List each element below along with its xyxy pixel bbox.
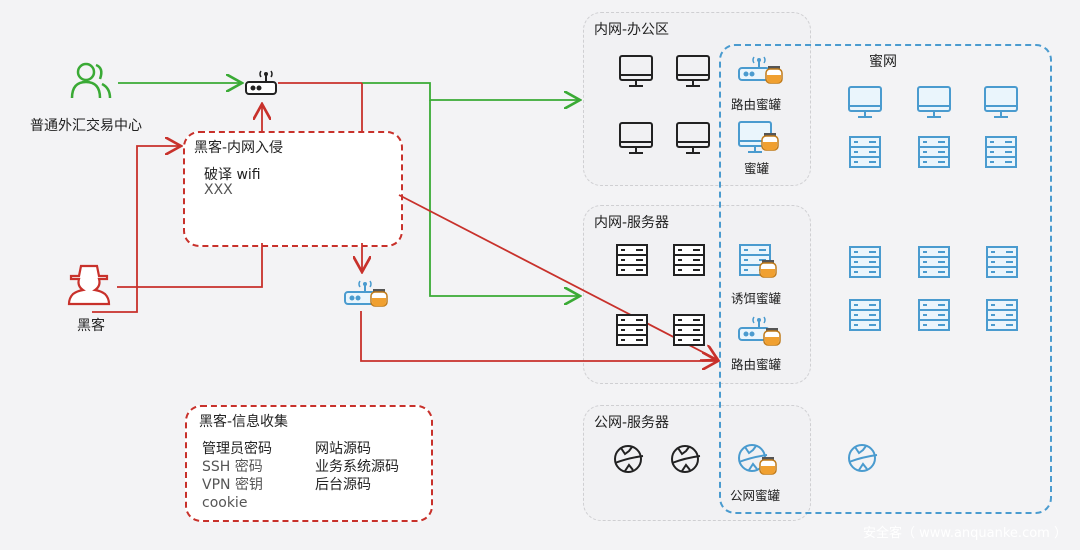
pc-icon — [619, 122, 653, 154]
honey-pc-icon — [848, 86, 882, 118]
box-to-server-diagonal — [398, 194, 718, 360]
honey-server-icon — [985, 136, 1017, 168]
pc-icon — [676, 55, 710, 87]
intrusion-line-1: 破译 wifi — [204, 167, 261, 183]
honey-server-icon — [918, 299, 950, 331]
zone-office — [583, 12, 811, 186]
public-honeypot-icon — [738, 444, 777, 475]
zone-servers-title: 内网-服务器 — [594, 215, 670, 231]
info-col2: 网站源码 业务系统源码 后台源码 — [315, 440, 399, 494]
server-icon — [616, 314, 648, 346]
honey-server-icon — [986, 299, 1018, 331]
honey-pc-icon — [917, 86, 951, 118]
honeypot-router-icon — [738, 316, 781, 346]
normal-traffic-lines — [118, 83, 580, 296]
info-box — [185, 405, 433, 522]
honeypot-pc-label: 蜜罐 — [744, 161, 770, 176]
honey-pc-icon — [984, 86, 1018, 118]
info-item: cookie — [202, 495, 248, 511]
honeypot-router2-label: 路由蜜罐 — [731, 357, 782, 372]
info-title: 黑客-信息收集 — [199, 414, 289, 430]
zone-office-title: 内网-办公区 — [594, 22, 670, 38]
public-honeypot-label: 公网蜜罐 — [730, 488, 781, 503]
intrusion-line-2: XXX — [204, 182, 233, 198]
hacker-to-box-line — [92, 146, 181, 313]
users-icon — [70, 62, 112, 99]
info-item: 管理员密码 — [202, 441, 272, 457]
attack-lines — [92, 82, 718, 361]
zone-servers — [583, 205, 811, 384]
honeypot-pc-icon — [738, 121, 779, 153]
hacker-to-box-bottom-line — [117, 243, 263, 288]
server-icon — [673, 244, 705, 276]
router-icon — [245, 70, 277, 95]
zone-public-title: 公网-服务器 — [594, 415, 670, 431]
forex-center-label: 普通外汇交易中心 — [30, 118, 142, 134]
zone-honeynet-title: 蜜网 — [869, 54, 897, 70]
honeypot-router-icon — [738, 56, 783, 84]
server-icon — [673, 314, 705, 346]
honey-router-to-target — [360, 311, 718, 361]
honey-server-icon — [849, 299, 881, 331]
watermark: 安全客（ www.anquanke.com ） — [863, 526, 1067, 541]
globe-icon — [614, 445, 644, 473]
info-col1: 管理员密码 SSH 密码 VPN 密钥 cookie — [202, 440, 272, 512]
pc-icon — [676, 122, 710, 154]
hacker-icon — [67, 264, 111, 306]
router-to-office-line — [362, 82, 580, 100]
server-icon — [616, 244, 648, 276]
honey-server-icon — [918, 136, 950, 168]
info-item: 后台源码 — [315, 477, 371, 493]
info-item: SSH 密码 — [202, 459, 263, 475]
intrusion-title: 黑客-内网入侵 — [194, 140, 284, 156]
hacker-label: 黑客 — [77, 318, 105, 334]
info-item: 业务系统源码 — [315, 459, 399, 475]
info-item: 网站源码 — [315, 441, 371, 457]
honeypot-router-icon — [344, 280, 388, 307]
honey-server-icon — [986, 246, 1018, 278]
info-item: VPN 密钥 — [202, 477, 263, 493]
zone-honeynet — [719, 44, 1052, 514]
honey-server-icon — [918, 246, 950, 278]
router-to-servers-line — [429, 100, 580, 296]
globe-icon — [671, 445, 701, 473]
pc-icon — [619, 55, 653, 87]
bait-honeypot-label: 诱饵蜜罐 — [731, 291, 782, 306]
honey-server-icon — [849, 246, 881, 278]
intrusion-box — [183, 131, 403, 247]
globe-icon — [848, 444, 878, 472]
bait-honeypot-icon — [739, 244, 777, 278]
honey-server-icon — [849, 136, 881, 168]
honeypot-router-label: 路由蜜罐 — [731, 97, 782, 112]
